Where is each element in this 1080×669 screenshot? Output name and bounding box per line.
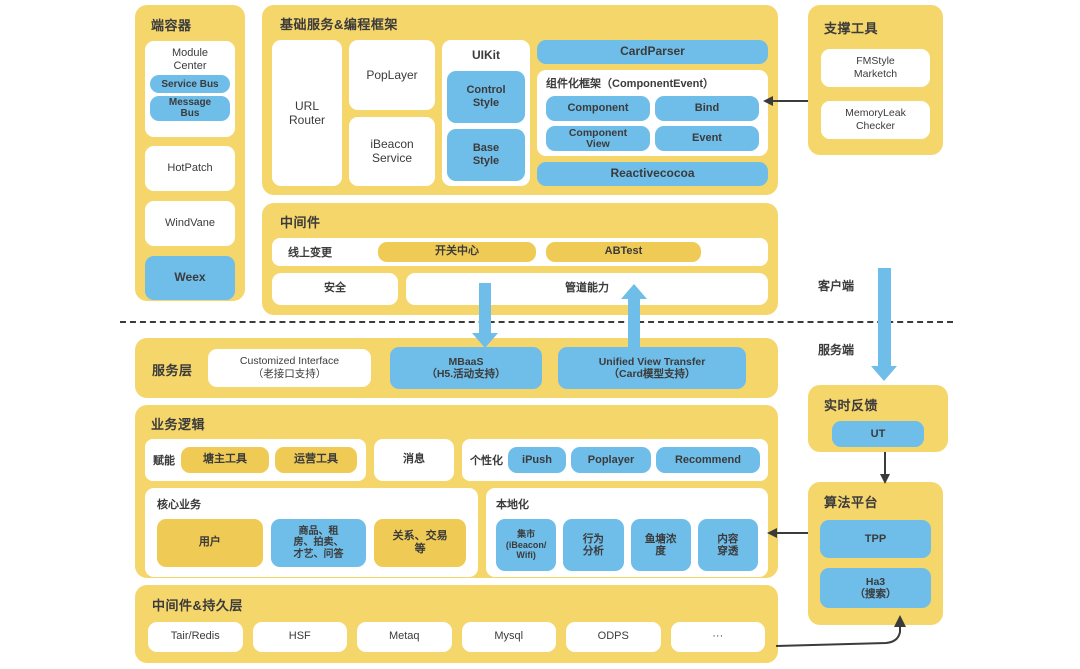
- blue-arrow-client-to-feedback-icon: [878, 268, 891, 367]
- blue-arrow-pipeline-to-mbaas-head-icon: [472, 333, 498, 348]
- component-framework-label: 组件化框架（ComponentEvent）: [546, 78, 715, 90]
- pill-base-style: Base Style: [447, 129, 525, 181]
- pill-behavior-analysis: 行为 分析: [563, 519, 624, 571]
- pill-poplayer-business: Poplayer: [571, 447, 651, 473]
- panel-middleware: 中间件 线上变更 开关中心 ABTest 安全 管道能力: [262, 203, 778, 315]
- card-url-router: URL Router: [272, 40, 342, 186]
- arrow-persistence-to-algorithm-icon: [775, 615, 906, 647]
- group-personalization: 个性化 iPush Poplayer Recommend: [462, 439, 768, 481]
- card-hsf: HSF: [252, 622, 347, 652]
- card-memoryleak-checker: MemoryLeak Checker: [821, 101, 930, 139]
- group-empower: 赋能 塘主工具 运营工具: [145, 439, 366, 481]
- card-pipeline: 管道能力: [406, 273, 768, 305]
- arrow-ut-to-algorithm-icon: [884, 452, 886, 478]
- pill-message-bus: Message Bus: [150, 96, 230, 122]
- pill-component-view: Component View: [546, 126, 650, 151]
- arrow-algorithm-to-localization-head-icon: [767, 528, 777, 538]
- card-odps: ODPS: [566, 622, 661, 652]
- panel-title: 端容器: [151, 18, 192, 33]
- pill-weex: Weex: [145, 256, 235, 300]
- online-change-label: 线上变更: [288, 247, 332, 259]
- pill-recommend: Recommend: [656, 447, 760, 473]
- card-module-center: Module Center Service Bus Message Bus: [145, 41, 235, 137]
- group-localization: 本地化 集市 (iBeacon/ Wifi) 行为 分析 鱼塘浓 度 内容 穿透: [486, 488, 768, 577]
- server-side-label: 服务端: [818, 343, 855, 357]
- panel-business-logic: 业务逻辑 赋能 塘主工具 运营工具 消息 个性化 iPush Poplayer …: [135, 405, 778, 578]
- panel-title: 算法平台: [824, 495, 879, 510]
- pill-market: 集市 (iBeacon/ Wifi): [496, 519, 557, 571]
- blue-arrow-uvt-to-pipeline-head-icon: [621, 284, 647, 299]
- pill-event: Event: [655, 126, 759, 151]
- pill-abtest: ABTest: [546, 242, 701, 262]
- panel-foundation-services: 基础服务&编程框架 URL Router PopLayer iBeacon Se…: [262, 5, 778, 195]
- card-uikit: UIKit Control Style Base Style: [442, 40, 530, 186]
- pill-goods: 商品、租 房、拍卖、 才艺、问答: [270, 519, 367, 567]
- pill-unified-view-transfer: Unified View Transfer （Card模型支持）: [558, 347, 746, 389]
- pill-mbaas: MBaaS （H5.活动支持）: [390, 347, 542, 389]
- client-server-divider: [120, 321, 953, 323]
- pill-control-style: Control Style: [447, 71, 525, 123]
- pill-relation: 关系、交易 等: [374, 519, 466, 567]
- core-business-label: 核心业务: [157, 499, 201, 511]
- pill-switch-center: 开关中心: [378, 242, 536, 262]
- row-online-change: 线上变更 开关中心 ABTest: [272, 238, 768, 266]
- card-tair-redis: Tair/Redis: [148, 622, 243, 652]
- panel-title: 中间件&持久层: [152, 598, 243, 613]
- panel-algorithm-platform: 算法平台 TPP Ha3 （搜索）: [808, 482, 943, 625]
- uikit-label: UIKit: [472, 48, 500, 62]
- pill-pond-density: 鱼塘浓 度: [630, 519, 691, 571]
- panel-title: 实时反馈: [824, 398, 879, 413]
- card-component-framework: 组件化框架（ComponentEvent） Component Bind Com…: [537, 70, 768, 156]
- localization-label: 本地化: [496, 499, 529, 511]
- panel-title: 服务层: [152, 363, 193, 378]
- blue-arrow-pipeline-to-mbaas-icon: [479, 283, 491, 334]
- panel-terminal-container: 端容器 Module Center Service Bus Message Bu…: [135, 5, 245, 301]
- card-hotpatch: HotPatch: [145, 146, 235, 191]
- panel-title: 业务逻辑: [151, 417, 206, 432]
- card-metaq: Metaq: [357, 622, 452, 652]
- pill-cardparser: CardParser: [537, 40, 768, 64]
- blue-arrow-uvt-to-pipeline-icon: [628, 298, 640, 348]
- pill-service-bus: Service Bus: [150, 75, 230, 94]
- group-core-business: 核心业务 用户 商品、租 房、拍卖、 才艺、问答 关系、交易 等: [145, 488, 478, 577]
- pill-component: Component: [546, 96, 650, 121]
- card-security: 安全: [272, 273, 398, 305]
- panel-service-layer: 服务层 Customized Interface （老接口支持） MBaaS （…: [135, 338, 778, 398]
- pill-reactivecocoa: Reactivecocoa: [537, 162, 768, 186]
- card-poplayer: PopLayer: [349, 40, 435, 110]
- empower-label: 赋能: [153, 455, 175, 467]
- arrow-ut-to-algorithm-head-icon: [880, 474, 890, 484]
- card-more: ···: [670, 622, 765, 652]
- card-windvane: WindVane: [145, 201, 235, 246]
- personalization-label: 个性化: [470, 455, 503, 467]
- pill-user: 用户: [157, 519, 263, 567]
- panel-title: 基础服务&编程框架: [280, 17, 398, 32]
- card-fmstyle-marketch: FMStyle Marketch: [821, 49, 930, 87]
- pill-ha3: Ha3 （搜索）: [820, 568, 931, 608]
- pill-content-penetration: 内容 穿透: [697, 519, 758, 571]
- arrow-support-to-foundation-icon: [772, 100, 808, 102]
- pill-bind: Bind: [655, 96, 759, 121]
- pill-ut: UT: [832, 421, 924, 447]
- card-customized-interface: Customized Interface （老接口支持）: [208, 349, 371, 387]
- card-ibeacon-service: iBeacon Service: [349, 116, 435, 186]
- arrow-algorithm-to-localization-icon: [776, 532, 808, 534]
- card-mysql: Mysql: [461, 622, 556, 652]
- panel-title: 中间件: [280, 215, 321, 230]
- panel-title: 支撑工具: [824, 21, 879, 36]
- panel-persistence-layer: 中间件&持久层 Tair/Redis HSF Metaq Mysql ODPS …: [135, 585, 778, 663]
- card-message: 消息: [373, 439, 454, 481]
- arrow-support-to-foundation-head-icon: [763, 96, 773, 106]
- pill-tpp: TPP: [820, 520, 931, 558]
- client-side-label: 客户端: [818, 279, 855, 293]
- panel-support-tools: 支撑工具 FMStyle Marketch MemoryLeak Checker: [808, 5, 943, 155]
- blue-arrow-client-to-feedback-head-icon: [871, 366, 897, 381]
- pill-operation-tool: 运营工具: [275, 447, 357, 473]
- pill-pond-owner-tool: 塘主工具: [181, 447, 269, 473]
- panel-realtime-feedback: 实时反馈 UT: [808, 385, 948, 452]
- module-center-label: Module Center: [171, 47, 209, 72]
- pill-ipush: iPush: [508, 447, 566, 473]
